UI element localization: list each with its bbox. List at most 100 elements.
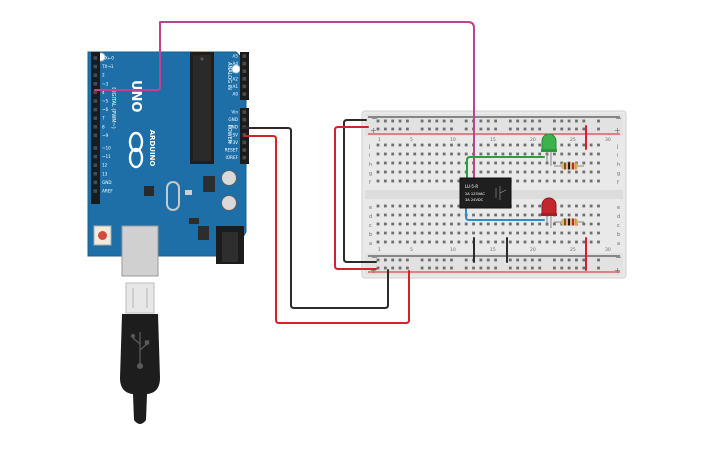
breadboard-hole[interactable] bbox=[479, 170, 483, 174]
breadboard-hole[interactable] bbox=[486, 231, 490, 235]
breadboard-hole[interactable] bbox=[567, 179, 571, 183]
breadboard-hole[interactable] bbox=[560, 161, 564, 165]
wire-magenta-pin2-to-relay[interactable] bbox=[94, 21, 475, 181]
breadboard-hole[interactable] bbox=[516, 231, 520, 235]
breadboard-hole[interactable] bbox=[486, 213, 490, 217]
breadboard-hole[interactable] bbox=[457, 240, 461, 244]
breadboard-hole[interactable] bbox=[391, 204, 395, 208]
breadboard-hole[interactable] bbox=[450, 179, 453, 183]
breadboard-hole[interactable] bbox=[508, 170, 512, 174]
breadboard-hole[interactable] bbox=[464, 222, 468, 226]
breadboard-hole[interactable] bbox=[383, 240, 387, 244]
breadboard-hole[interactable] bbox=[450, 204, 453, 208]
breadboard-hole[interactable] bbox=[494, 231, 497, 235]
header-pin[interactable] bbox=[93, 56, 98, 60]
breadboard-hole[interactable] bbox=[582, 170, 586, 174]
breadboard-hole[interactable] bbox=[538, 231, 542, 235]
breadboard-hole[interactable] bbox=[479, 231, 483, 235]
breadboard-hole[interactable] bbox=[420, 204, 424, 208]
rail-hole[interactable] bbox=[479, 119, 483, 123]
breadboard-hole[interactable] bbox=[597, 222, 600, 226]
breadboard-hole[interactable] bbox=[530, 170, 534, 174]
breadboard-hole[interactable] bbox=[391, 161, 395, 165]
breadboard-hole[interactable] bbox=[391, 179, 395, 183]
breadboard-hole[interactable] bbox=[575, 213, 578, 217]
breadboard-hole[interactable] bbox=[486, 161, 490, 165]
breadboard-hole[interactable] bbox=[494, 143, 497, 147]
rail-hole[interactable] bbox=[530, 258, 534, 262]
breadboard-hole[interactable] bbox=[457, 222, 461, 226]
rail-hole[interactable] bbox=[450, 119, 453, 123]
breadboard-hole[interactable] bbox=[383, 213, 387, 217]
rail-hole[interactable] bbox=[420, 258, 424, 262]
breadboard-hole[interactable] bbox=[553, 170, 556, 174]
breadboard-hole[interactable] bbox=[560, 204, 564, 208]
breadboard-hole[interactable] bbox=[457, 204, 461, 208]
breadboard-hole[interactable] bbox=[383, 170, 387, 174]
breadboard-hole[interactable] bbox=[516, 170, 520, 174]
breadboard-hole[interactable] bbox=[545, 161, 549, 165]
breadboard-hole[interactable] bbox=[391, 231, 395, 235]
breadboard-hole[interactable] bbox=[523, 204, 527, 208]
breadboard-hole[interactable] bbox=[538, 204, 542, 208]
breadboard-hole[interactable] bbox=[567, 231, 571, 235]
rail-hole[interactable] bbox=[486, 266, 490, 270]
green-led[interactable] bbox=[541, 133, 557, 166]
breadboard-hole[interactable] bbox=[383, 143, 387, 147]
breadboard-hole[interactable] bbox=[428, 143, 431, 147]
rail-hole[interactable] bbox=[560, 258, 564, 262]
breadboard-hole[interactable] bbox=[530, 213, 534, 217]
breadboard-hole[interactable] bbox=[420, 152, 424, 156]
resistor-green-led[interactable] bbox=[554, 162, 584, 170]
rail-hole[interactable] bbox=[428, 266, 431, 270]
breadboard-hole[interactable] bbox=[508, 152, 512, 156]
rail-hole[interactable] bbox=[508, 119, 512, 123]
red-led[interactable] bbox=[541, 197, 557, 228]
rail-hole[interactable] bbox=[582, 127, 586, 131]
breadboard-hole[interactable] bbox=[398, 222, 402, 226]
rail-hole[interactable] bbox=[523, 258, 527, 262]
rail-hole[interactable] bbox=[376, 266, 380, 270]
rail-hole[interactable] bbox=[398, 258, 402, 262]
rail-hole[interactable] bbox=[442, 119, 446, 123]
breadboard-hole[interactable] bbox=[413, 204, 417, 208]
rail-hole[interactable] bbox=[383, 127, 387, 131]
rail-hole[interactable] bbox=[428, 258, 431, 262]
breadboard-hole[interactable] bbox=[508, 213, 512, 217]
breadboard-hole[interactable] bbox=[450, 240, 453, 244]
breadboard-hole[interactable] bbox=[391, 240, 395, 244]
breadboard-hole[interactable] bbox=[508, 143, 512, 147]
breadboard-hole[interactable] bbox=[486, 143, 490, 147]
breadboard-hole[interactable] bbox=[383, 222, 387, 226]
breadboard-hole[interactable] bbox=[391, 213, 395, 217]
rail-hole[interactable] bbox=[398, 119, 402, 123]
rail-hole[interactable] bbox=[391, 119, 395, 123]
rail-hole[interactable] bbox=[391, 258, 395, 262]
power-pin[interactable] bbox=[242, 117, 247, 122]
header-pin[interactable] bbox=[93, 180, 98, 185]
breadboard-hole[interactable] bbox=[494, 240, 497, 244]
breadboard-hole[interactable] bbox=[501, 240, 505, 244]
rail-hole[interactable] bbox=[582, 258, 586, 262]
rail-hole[interactable] bbox=[538, 266, 542, 270]
breadboard-hole[interactable] bbox=[553, 240, 556, 244]
rail-hole[interactable] bbox=[553, 119, 556, 123]
header-pin[interactable] bbox=[93, 73, 98, 77]
breadboard-hole[interactable] bbox=[435, 231, 439, 235]
breadboard-hole[interactable] bbox=[589, 161, 593, 165]
breadboard-hole[interactable] bbox=[486, 222, 490, 226]
header-pin[interactable] bbox=[93, 99, 98, 103]
breadboard-hole[interactable] bbox=[406, 161, 409, 165]
breadboard-hole[interactable] bbox=[479, 143, 483, 147]
header-pin[interactable] bbox=[93, 163, 98, 167]
wire-black-gnd-to-rail[interactable] bbox=[243, 127, 389, 309]
breadboard-hole[interactable] bbox=[538, 222, 542, 226]
rail-hole[interactable] bbox=[472, 266, 475, 270]
header-pin[interactable] bbox=[93, 154, 98, 159]
breadboard-hole[interactable] bbox=[406, 170, 409, 174]
rail-hole[interactable] bbox=[479, 258, 483, 262]
usb-cable[interactable] bbox=[120, 282, 160, 424]
breadboard-hole[interactable] bbox=[523, 152, 527, 156]
rail-hole[interactable] bbox=[582, 119, 586, 123]
